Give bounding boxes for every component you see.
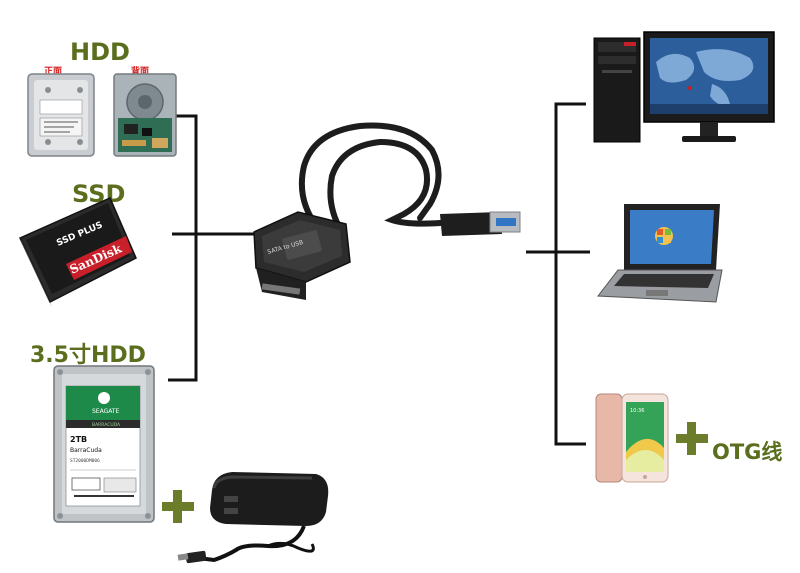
hdd-back-label: 背面 <box>131 67 150 77</box>
left-bracket <box>168 114 198 382</box>
capacity-text: 2TB <box>70 435 87 444</box>
right-bracket-lines <box>526 102 590 446</box>
desktop-computer-image <box>593 31 775 143</box>
model-text: ST2000DM006 <box>70 458 100 464</box>
svg-text:10:36: 10:36 <box>630 408 644 414</box>
power-adapter-image <box>177 472 329 564</box>
plus-icon <box>676 422 708 455</box>
usb-sata-adapter-image: SATA to USB <box>253 122 521 300</box>
right-bracket <box>554 102 586 446</box>
left-bracket-lines <box>168 114 254 382</box>
hdd35-image: SEAGATE BARRACUDA 2TB BarraCuda ST2000DM… <box>53 365 155 523</box>
barracuda-top-text: BARRACUDA <box>92 422 121 428</box>
phone-image: 10:36 <box>595 393 669 483</box>
barracuda-text: BarraCuda <box>70 447 102 454</box>
hdd-back-image <box>113 73 177 157</box>
plus-icon <box>162 490 194 523</box>
seagate-text: SEAGATE <box>92 408 120 415</box>
hdd-front-image <box>27 73 95 157</box>
hdd-label: HDD <box>70 38 130 66</box>
ssd-image: SSD PLUS SanDisk <box>18 197 137 307</box>
hdd-front-label: 正面 <box>44 67 63 77</box>
hdd35-label: 3.5寸HDD <box>30 343 146 368</box>
otg-cable-label: OTG线 <box>712 440 783 464</box>
laptop-image <box>597 204 723 303</box>
